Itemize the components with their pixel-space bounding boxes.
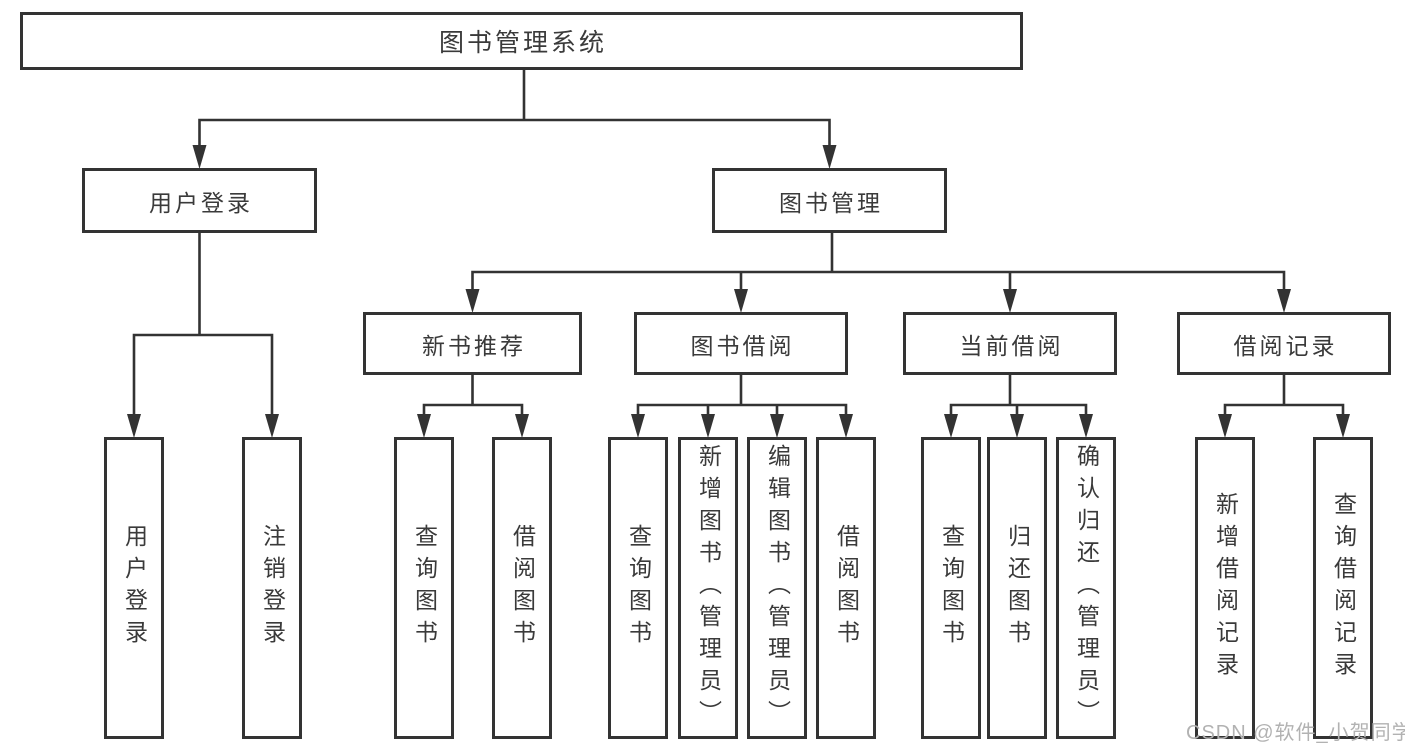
node-current: 当前借阅: [903, 312, 1117, 375]
node-label: 用户登录: [149, 189, 253, 216]
node-label: 借阅记录: [1233, 332, 1338, 359]
arrowhead: [515, 414, 529, 438]
node-c-confirm: 确认归还（管理员）: [1056, 437, 1116, 739]
node-b-borrow: 借阅图书: [816, 437, 876, 739]
node-b-add: 新增图书（管理员）: [678, 437, 738, 739]
arrowhead: [265, 414, 279, 438]
node-new-rec: 新书推荐: [363, 312, 582, 375]
arrowhead: [944, 414, 958, 438]
node-label: 用户登录: [121, 524, 148, 652]
node-login: 用户登录: [104, 437, 164, 739]
node-borrow: 图书借阅: [634, 312, 848, 375]
node-label: 注销登录: [259, 524, 286, 652]
node-label: 编辑图书（管理员）: [764, 444, 791, 732]
arrowhead: [1336, 414, 1350, 438]
node-root: 图书管理系统: [20, 12, 1023, 70]
arrowhead: [631, 414, 645, 438]
node-label: 图书管理系统: [438, 29, 607, 57]
arrowhead: [734, 289, 748, 313]
node-r-query: 查询借阅记录: [1313, 437, 1373, 739]
node-label: 新增借阅记录: [1212, 492, 1239, 684]
node-label: 图书借阅: [690, 332, 795, 359]
node-label: 查询图书: [625, 524, 652, 652]
node-c-return: 归还图书: [987, 437, 1047, 739]
node-c-query: 查询图书: [921, 437, 981, 739]
node-label: 新书推荐: [422, 332, 526, 359]
arrowhead: [839, 414, 853, 438]
node-label: 当前借阅: [959, 332, 1064, 359]
arrowhead: [701, 414, 715, 438]
node-label: 确认归还（管理员）: [1073, 444, 1100, 732]
node-label: 查询图书: [411, 524, 438, 652]
arrowhead: [1010, 414, 1024, 438]
arrowhead: [192, 145, 207, 169]
arrowhead: [770, 414, 784, 438]
node-logout: 注销登录: [242, 437, 302, 739]
node-book-mgmt: 图书管理: [712, 168, 947, 233]
arrowhead: [1218, 414, 1232, 438]
arrowhead: [1079, 414, 1093, 438]
arrowhead: [1003, 289, 1017, 313]
node-b-query: 查询图书: [608, 437, 668, 739]
node-user-login: 用户登录: [82, 168, 317, 233]
node-b-edit: 编辑图书（管理员）: [747, 437, 807, 739]
node-label: 查询图书: [938, 524, 965, 652]
arrowhead: [465, 289, 480, 313]
connector-path: [132, 68, 1345, 422]
node-label: 新增图书（管理员）: [695, 444, 722, 732]
arrowhead: [822, 145, 837, 169]
node-nr-query: 查询图书: [394, 437, 454, 739]
watermark-text: CSDN @软件_小贺同学: [1186, 722, 1405, 744]
node-nr-borrow: 借阅图书: [492, 437, 552, 739]
arrowhead: [417, 414, 431, 438]
node-label: 图书管理: [779, 189, 883, 216]
node-r-add: 新增借阅记录: [1195, 437, 1255, 739]
node-label: 借阅图书: [833, 524, 860, 652]
arrowhead: [1277, 289, 1291, 313]
node-label: 查询借阅记录: [1330, 492, 1357, 684]
node-label: 归还图书: [1004, 524, 1031, 652]
node-records: 借阅记录: [1177, 312, 1391, 375]
node-label: 借阅图书: [509, 524, 536, 652]
arrowhead: [127, 414, 141, 438]
